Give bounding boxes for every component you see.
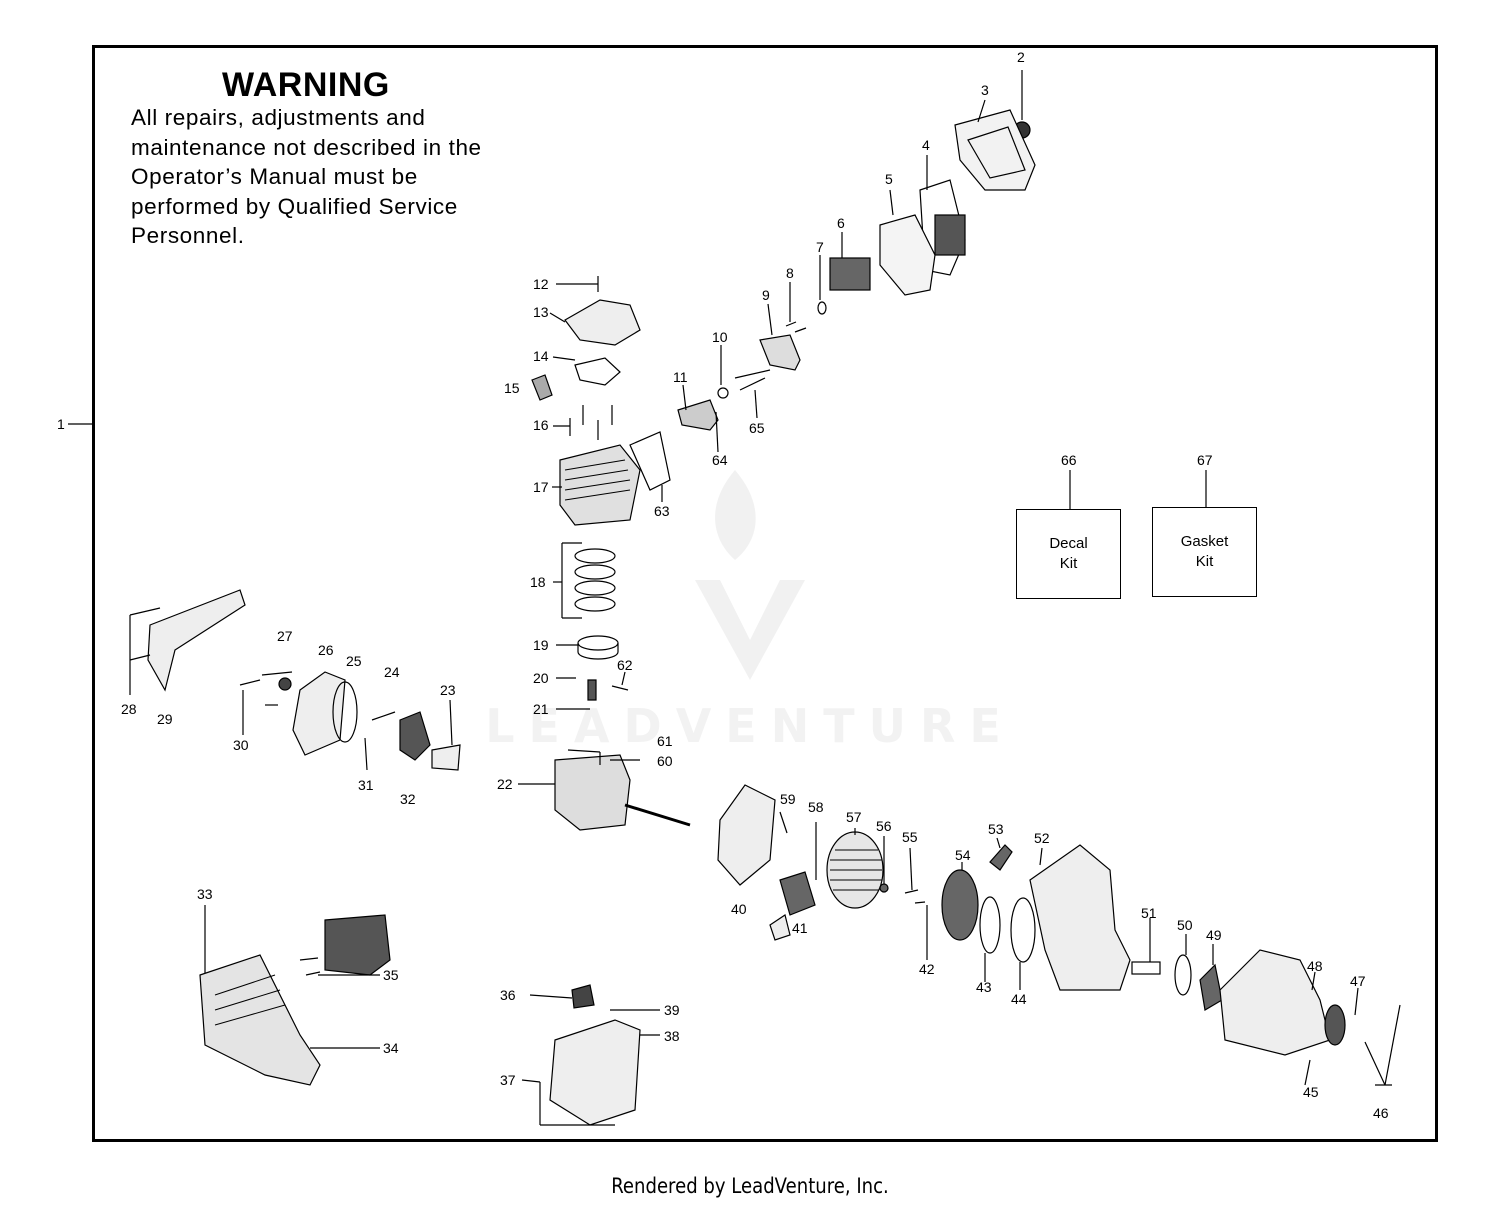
callout-30: 30 [233,737,249,753]
callout-36: 36 [500,987,516,1003]
callout-50: 50 [1177,917,1193,933]
callout-7: 7 [816,239,824,255]
callout-17: 17 [533,479,549,495]
callout-62: 62 [617,657,633,673]
callout-51: 51 [1141,905,1157,921]
callout-1: 1 [57,416,65,432]
callout-12: 12 [533,276,549,292]
callout-21: 21 [533,701,549,717]
callout-14: 14 [533,348,549,364]
callout-60: 60 [657,753,673,769]
watermark-logo: LEADVENTURE [485,470,1015,753]
callout-57: 57 [846,809,862,825]
callout-42: 42 [919,961,935,977]
gasket-kit-line1: Gasket [1180,533,1229,550]
callout-55: 55 [902,829,918,845]
callout-29: 29 [157,711,173,727]
callout-24: 24 [384,664,400,680]
callout-28: 28 [121,701,137,717]
callout-45: 45 [1303,1084,1319,1100]
callout-15: 15 [504,380,520,396]
callout-22: 22 [497,776,513,792]
warning-title: WARNING [222,66,390,104]
callout-4: 4 [922,137,930,153]
warning-text: All repairs, adjustments and maintenance… [131,105,482,248]
gasket-kit-box: Gasket Kit [1152,507,1257,597]
decal-kit-box: Decal Kit [1016,509,1121,599]
callout-56: 56 [876,818,892,834]
part-drawings [68,70,1401,1126]
callout-52: 52 [1034,830,1050,846]
callout-67: 67 [1197,452,1213,468]
callout-58: 58 [808,799,824,815]
callout-64: 64 [712,452,728,468]
callout-54: 54 [955,847,971,863]
diagram-frame [92,45,1438,1142]
callout-37: 37 [500,1072,516,1088]
callout-59: 59 [780,791,796,807]
callout-34: 34 [383,1040,399,1056]
callout-2: 2 [1017,49,1025,65]
callout-44: 44 [1011,991,1027,1007]
callout-13: 13 [533,304,549,320]
callout-48: 48 [1307,958,1323,974]
callout-labels: 1 2 3 4 5 6 7 8 9 10 11 12 13 14 15 16 1… [57,49,1389,1121]
callout-20: 20 [533,670,549,686]
decal-kit-line1: Decal [1049,535,1088,552]
callout-40: 40 [731,901,747,917]
callout-35: 35 [383,967,399,983]
callout-23: 23 [440,682,456,698]
callout-11: 11 [673,369,688,385]
callout-38: 38 [664,1028,680,1044]
callout-65: 65 [749,420,765,436]
watermark-text: LEADVENTURE [485,699,1015,753]
callout-25: 25 [346,653,362,669]
footer-credit: Rendered by LeadVenture, Inc. [611,1174,889,1198]
callout-63: 63 [654,503,670,519]
callout-47: 47 [1350,973,1366,989]
callout-46: 46 [1373,1105,1389,1121]
callout-5: 5 [885,171,893,187]
callout-33: 33 [197,886,213,902]
callout-41: 41 [792,920,808,936]
callout-18: 18 [530,574,546,590]
callout-61: 61 [657,733,673,749]
decal-kit-line2: Kit [1059,555,1078,572]
gasket-kit-line2: Kit [1195,553,1214,570]
callout-31: 31 [358,777,374,793]
callout-49: 49 [1206,927,1222,943]
callout-43: 43 [976,979,992,995]
callout-9: 9 [762,287,770,303]
callout-16: 16 [533,417,549,433]
callout-27: 27 [277,628,293,644]
callout-53: 53 [988,821,1004,837]
callout-32: 32 [400,791,416,807]
callout-39: 39 [664,1002,680,1018]
callout-26: 26 [318,642,334,658]
callout-8: 8 [786,265,794,281]
callout-19: 19 [533,637,549,653]
callout-3: 3 [981,82,989,98]
callout-6: 6 [837,215,845,231]
callout-10: 10 [712,329,728,345]
callout-66: 66 [1061,452,1077,468]
